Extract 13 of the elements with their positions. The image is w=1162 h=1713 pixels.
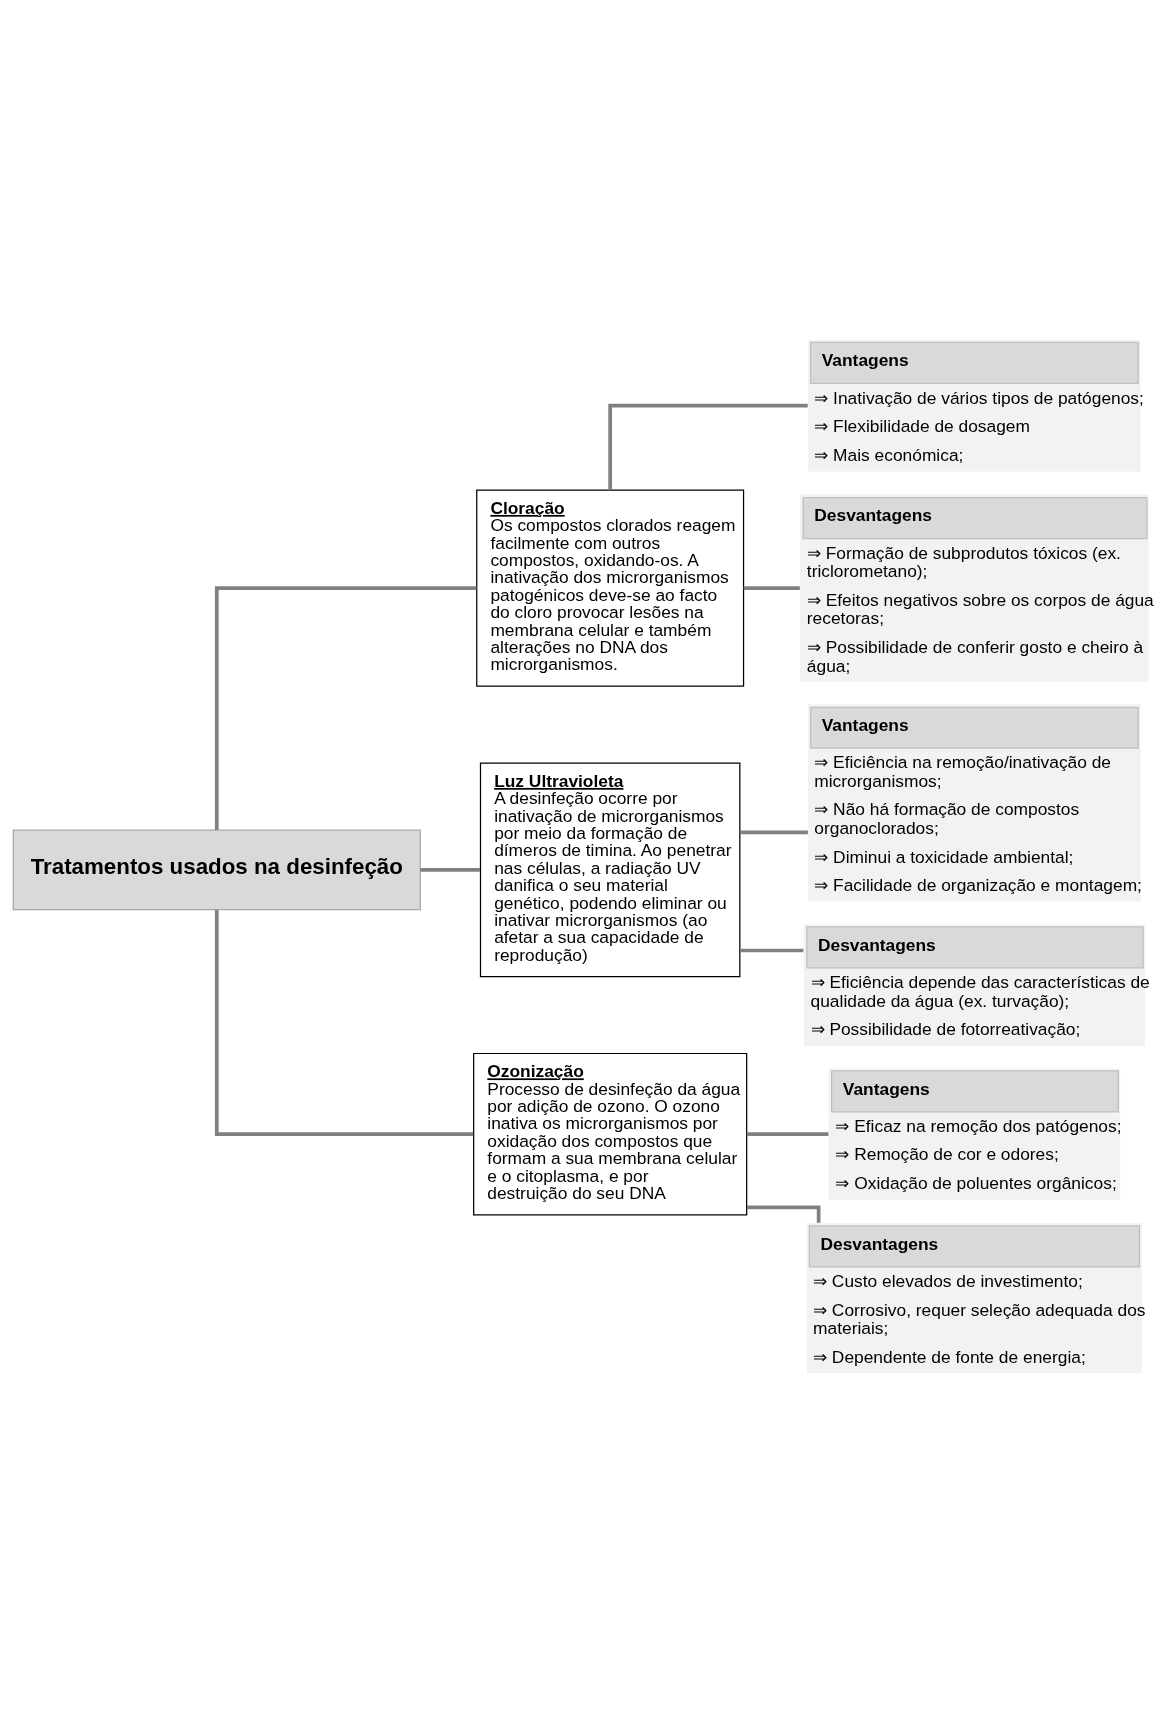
node-box: Ozonização Processo de desinfeção da água por adição de ozono. O ozono inativa os microrganismos por oxidação dos compostos que formam a sua membrana celular e o citoplasma, e por destruição do seu DNA [473, 1052, 748, 1216]
connector [746, 1205, 821, 1223]
node-box: Tratamentos usados na desinfeção [12, 829, 421, 911]
connector [214, 910, 474, 1136]
connector [743, 586, 800, 590]
connector [746, 1132, 829, 1136]
node-box: Cloração Os compostos clorados reagem facilmente com outros compostos, oxidando-os. A inativação dos microrganismos patogénicos deve-se ao facto do cloro provocar lesões na membrana celular e também alterações no DNA dos microrganismos. [476, 489, 745, 687]
connector [740, 948, 804, 953]
connector [214, 586, 477, 831]
connector [608, 403, 808, 490]
connector [740, 830, 808, 835]
connector [420, 868, 480, 872]
node-box: Luz Ultravioleta A desinfeção ocorre por inativação de microrganismos por meio da formação de dímeros de timina. Ao penetrar nas células, a radiação UV danifica o seu material genético, podendo eliminar ou inativar microrganismos (ao afetar a sua capacidade de reprodução) [479, 762, 741, 978]
